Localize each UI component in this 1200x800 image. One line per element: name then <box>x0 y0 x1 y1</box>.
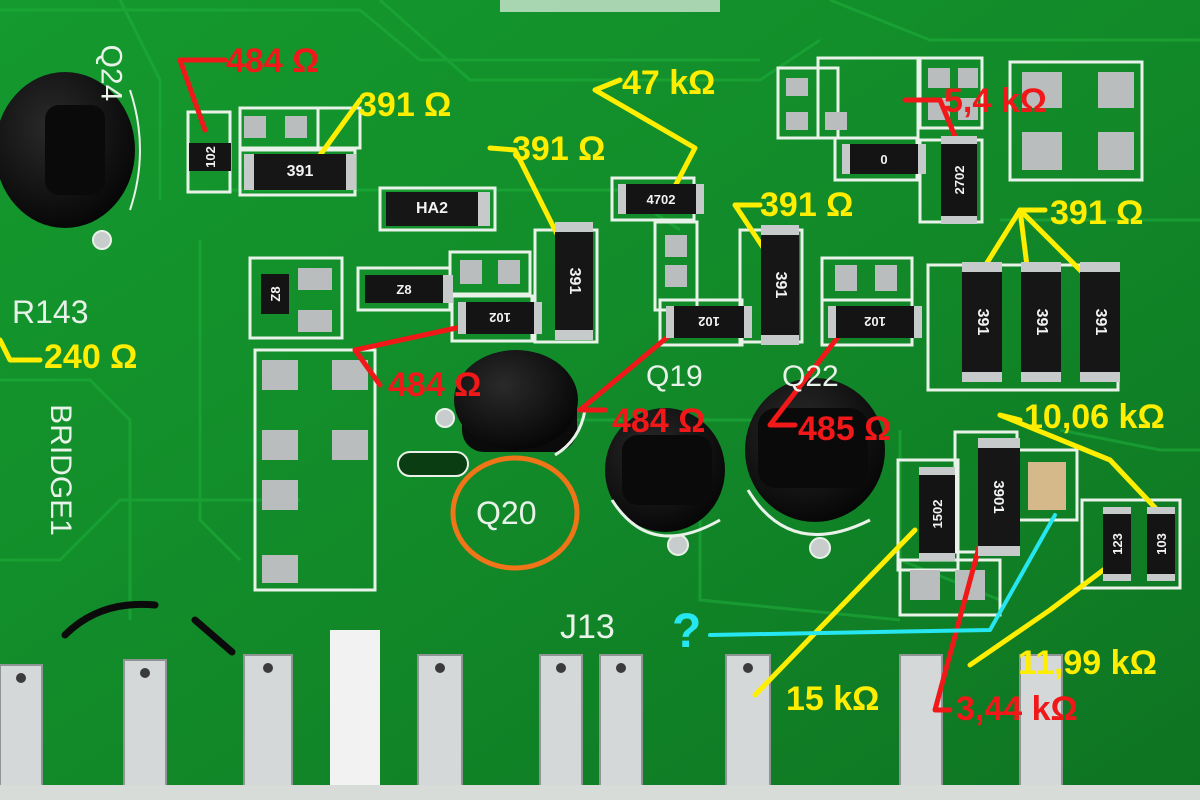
diode-marking: Z8 <box>396 281 412 297</box>
q20-highlight-circle <box>450 455 580 571</box>
red-leader-lines <box>177 57 988 713</box>
resistor-102-top-left: 102 <box>189 143 231 171</box>
resistor-marking: 391 <box>566 267 583 295</box>
annotation-15k: 15 kΩ <box>786 680 880 718</box>
resistor-102-d: 102 <box>828 306 922 338</box>
annotation-391-group: 391 Ω <box>1050 194 1144 232</box>
silkscreen-bridge1: BRIDGE1 <box>43 404 77 536</box>
resistor-3901: 3901 <box>978 438 1020 556</box>
diode-ha2: HA2 <box>386 192 490 226</box>
resistor-marking: 102 <box>698 314 720 330</box>
annotation-391-a: 391 Ω <box>358 86 452 124</box>
component-marking: 0 <box>880 151 888 167</box>
annotation-240: 240 Ω <box>44 338 138 376</box>
connector-housing <box>330 630 380 800</box>
edge-tab-holes <box>16 663 753 683</box>
annotation-391-c: 391 Ω <box>760 186 854 224</box>
silkscreen-q20: Q20 <box>476 495 537 531</box>
resistor-391-a: 391 <box>244 154 356 190</box>
resistor-391-e: 391 <box>1021 262 1061 382</box>
transistor-q24 <box>0 72 141 250</box>
transistor-q20 <box>435 350 587 457</box>
silkscreen-q24: Q24 <box>94 44 128 102</box>
cyan-leader-line <box>708 513 1057 637</box>
resistor-marking: 102 <box>864 314 886 330</box>
resistor-1502: 1502 <box>919 467 955 561</box>
silkscreen-q22: Q22 <box>782 360 839 393</box>
resistor-391-b: 391 <box>555 222 593 340</box>
annotation-11k99: 11,99 kΩ <box>1018 644 1157 682</box>
board-slot <box>397 451 469 477</box>
annotation-5k4: 5,4 kΩ <box>944 82 1047 120</box>
silkscreen-j13: J13 <box>560 608 615 646</box>
resistor-103: 103 <box>1147 507 1175 581</box>
marker-scribbles <box>61 600 236 656</box>
resistor-4702: 4702 <box>618 184 704 214</box>
resistor-marking: 102 <box>489 310 511 326</box>
resistor-2702: 2702 <box>941 136 977 224</box>
resistor-marking: 123 <box>1109 533 1125 555</box>
annotation-3k44: 3,44 kΩ <box>956 690 1078 728</box>
resistor-123: 123 <box>1103 507 1131 581</box>
annotation-485: 485 Ω <box>798 410 892 448</box>
resistor-marking: 2702 <box>951 165 967 195</box>
resistor-marking: 102 <box>202 146 218 168</box>
resistor-391-f: 391 <box>1080 262 1120 382</box>
annotation-484-top-left: 484 Ω <box>226 42 320 80</box>
resistor-marking: 3901 <box>990 480 1008 514</box>
annotation-10k06: 10,06 kΩ <box>1024 398 1165 436</box>
resistor-marking: 103 <box>1153 533 1169 555</box>
resistor-marking: 391 <box>286 163 314 180</box>
resistor-102-c: 102 <box>666 306 752 338</box>
silkscreen-r143: R143 <box>12 294 89 330</box>
diode-marking: HA2 <box>415 200 448 217</box>
resistor-marking: 391 <box>772 271 789 299</box>
silkscreen-q19: Q19 <box>646 360 703 393</box>
top-edge-connector <box>500 0 720 12</box>
transistor-q19 <box>605 408 725 556</box>
resistor-marking: 4702 <box>646 191 676 207</box>
annotation-47k: 47 kΩ <box>622 64 716 102</box>
diode-z8-a: Z8 <box>261 274 289 314</box>
annotation-unknown: ? <box>672 605 702 658</box>
resistor-marking: 391 <box>974 308 991 336</box>
resistor-marking: 391 <box>1092 308 1109 336</box>
component-0: 0 <box>842 144 926 174</box>
diode-z8-b: Z8 <box>365 275 453 303</box>
resistor-102-b: 102 <box>458 302 542 334</box>
resistor-marking: 1502 <box>929 499 945 529</box>
board-edge-strip <box>0 785 1200 800</box>
resistor-391-c: 391 <box>761 225 799 345</box>
solder-pads <box>244 68 1134 600</box>
edge-connector-tabs <box>0 654 1063 800</box>
resistor-marking: 391 <box>1033 308 1050 336</box>
annotation-391-b: 391 Ω <box>512 130 606 168</box>
resistor-391-d: 391 <box>962 262 1002 382</box>
diode-marking: Z8 <box>267 286 283 302</box>
annotation-484-c: 484 Ω <box>612 402 706 440</box>
yellow-leader-lines <box>0 77 1165 698</box>
annotation-484-b: 484 Ω <box>388 366 482 404</box>
